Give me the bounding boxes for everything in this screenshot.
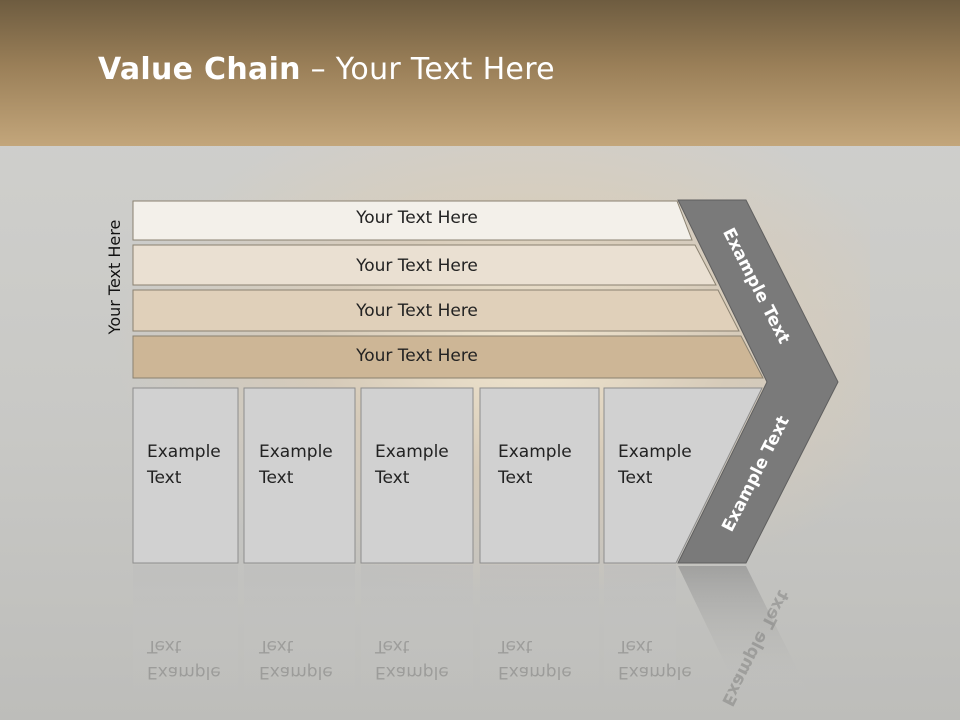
column-4-line1-reflection: Example — [498, 662, 572, 682]
column-3-line1: Example — [375, 442, 449, 462]
column-1-line2: Text — [147, 468, 182, 488]
column-4-line2: Text — [498, 468, 533, 488]
title-bold: Value Chain — [98, 52, 301, 87]
column-3-line2-reflection: Text — [375, 636, 410, 656]
bar-2[interactable] — [132, 244, 717, 286]
column-2-line2-reflection: Text — [259, 636, 294, 656]
column-4-label-reflection: Example Text — [498, 633, 572, 685]
bar-1[interactable] — [132, 200, 693, 241]
column-3-label-reflection: Example Text — [375, 633, 449, 685]
bar-3-label: Your Text Here — [356, 301, 478, 321]
column-4-line2-reflection: Text — [498, 636, 533, 656]
column-5-line2: Text — [618, 468, 653, 488]
column-1-reflection — [133, 565, 238, 695]
header-band: Value Chain – Your Text Here — [0, 0, 960, 146]
column-5-line1: Example — [618, 442, 692, 462]
column-1-line1-reflection: Example — [147, 662, 221, 682]
column-1-label-reflection: Example Text — [147, 633, 221, 685]
column-5-line1-reflection: Example — [618, 662, 692, 682]
column-3-line1-reflection: Example — [375, 662, 449, 682]
column-2-reflection — [244, 565, 355, 695]
bar-4-label: Your Text Here — [356, 346, 478, 366]
chevron-arrow[interactable] — [677, 199, 839, 564]
column-2-line1-reflection: Example — [259, 662, 333, 682]
bar-3[interactable] — [132, 289, 740, 332]
chevron-reflection — [678, 566, 810, 695]
column-4-line1: Example — [498, 442, 572, 462]
column-5[interactable] — [603, 387, 763, 564]
column-2-line2: Text — [259, 468, 294, 488]
column-4[interactable] — [479, 387, 600, 564]
bar-4[interactable] — [132, 335, 764, 379]
column-1-line1: Example — [147, 442, 221, 462]
column-5-label-reflection: Example Text — [618, 633, 692, 685]
column-1-line2-reflection: Text — [147, 636, 182, 656]
title-rest: – Your Text Here — [300, 52, 555, 87]
column-2-line1: Example — [259, 442, 333, 462]
column-5-reflection — [604, 565, 676, 695]
column-3-reflection — [361, 565, 473, 695]
bar-1-label: Your Text Here — [356, 208, 478, 228]
column-4-reflection — [480, 565, 599, 695]
column-2-label-reflection: Example Text — [259, 633, 333, 685]
column-3[interactable] — [360, 387, 474, 564]
column-2[interactable] — [243, 387, 356, 564]
column-3-line2: Text — [375, 468, 410, 488]
slide-title[interactable]: Value Chain – Your Text Here — [98, 52, 555, 87]
bar-2-label: Your Text Here — [356, 256, 478, 276]
column-5-line2-reflection: Text — [618, 636, 653, 656]
column-1[interactable] — [132, 387, 239, 564]
